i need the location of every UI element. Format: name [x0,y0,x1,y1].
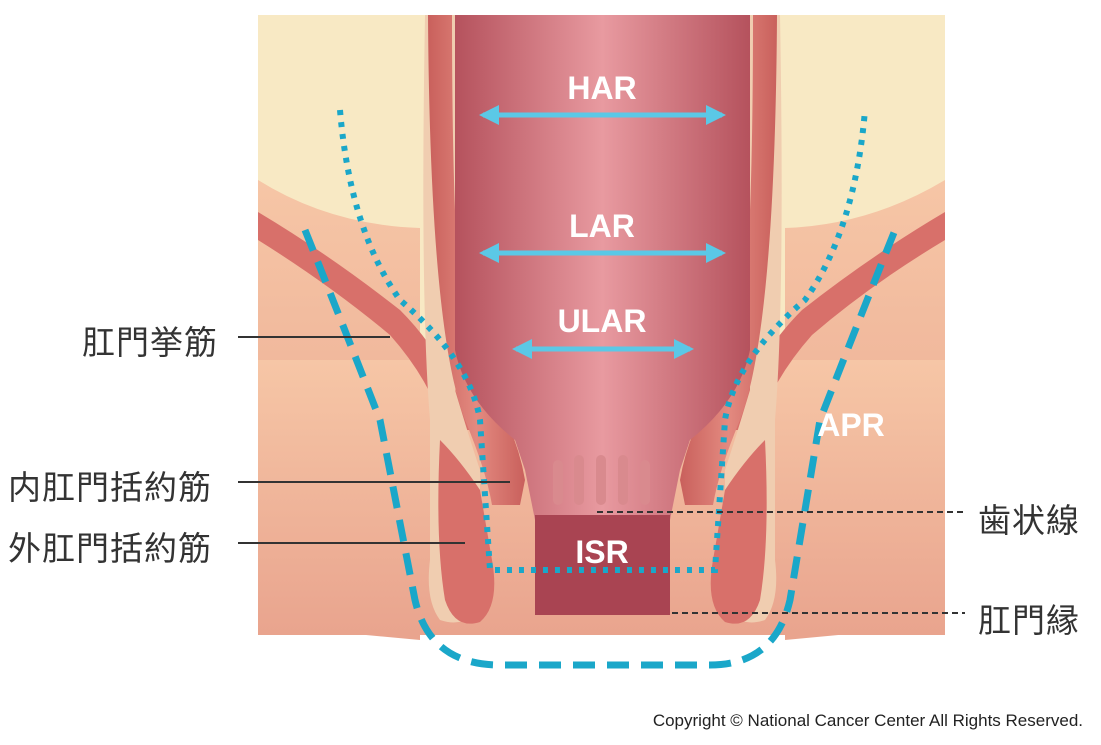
anal-canal [535,515,670,615]
ular-label: ULAR [558,303,647,339]
anal-verge-label: 肛門縁 [978,601,1080,640]
external-sphincter-muscle-right [710,440,767,624]
levator-ani-right [732,212,945,430]
isr-label: ISR [575,534,628,570]
dentate-line-label: 歯状線 [978,501,1080,540]
levator-ani-label: 肛門挙筋 [82,323,218,362]
anal-columns [553,455,650,505]
external-sphincter-label: 外肛門括約筋 [8,529,212,568]
levator-ani-left [258,212,470,430]
har-label: HAR [567,70,636,106]
apr-label: APR [817,407,885,443]
rectal-lumen [455,15,750,615]
internal-sphincter-label: 内肛門括約筋 [8,468,212,507]
external-sphincter-muscle-left [438,440,495,624]
internal-sphincter-right [680,15,777,505]
dashed-apr-line [301,228,899,669]
internal-sphincter-left [428,15,525,505]
lar-label: LAR [569,208,635,244]
copyright-notice: Copyright © National Cancer Center All R… [652,711,1083,730]
